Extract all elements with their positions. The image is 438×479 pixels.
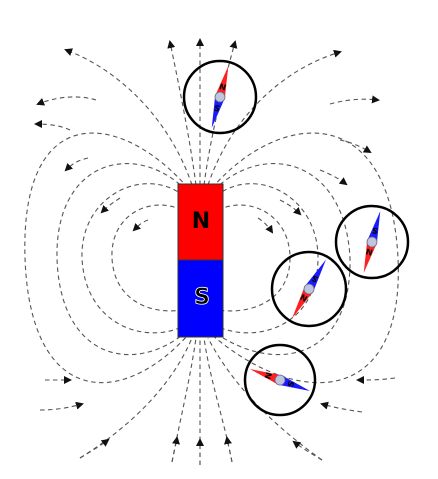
- field-line-arrow: [34, 120, 71, 131]
- needle-north: [363, 240, 377, 273]
- field-line: [203, 337, 233, 463]
- compass-s-label: S: [310, 273, 320, 284]
- compass-ring: [334, 204, 410, 280]
- field-line: [79, 337, 193, 459]
- compass-ring: [182, 59, 258, 135]
- compass-pivot: [366, 236, 378, 248]
- magnet-south-label: S: [194, 285, 210, 310]
- compass-pivot: [274, 374, 286, 386]
- field-line: [215, 183, 319, 334]
- field-line: [203, 40, 238, 186]
- compass-ring: [270, 250, 348, 328]
- compass-n-label: N: [365, 246, 374, 256]
- compass-n-label: N: [218, 82, 227, 92]
- compass-s-label: S: [371, 225, 379, 235]
- field-line-arrow: [100, 197, 121, 214]
- compass-s-label: S: [286, 380, 297, 389]
- needle-north: [292, 286, 314, 319]
- compass-top: N S: [182, 59, 258, 135]
- field-line: [81, 183, 185, 334]
- field-line-arrow: [320, 401, 363, 413]
- field-line: [167, 40, 197, 186]
- compass-pivot: [303, 283, 315, 295]
- field-line-arrow: [79, 438, 110, 459]
- bar-magnet: N S: [177, 183, 224, 338]
- magnet-north-pole: [177, 183, 224, 261]
- field-line-arrow: [36, 96, 97, 106]
- magnet-south-pole: [177, 259, 224, 338]
- compass-pivot: [214, 91, 226, 103]
- needle-south: [304, 259, 326, 292]
- needle-south: [278, 375, 311, 391]
- field-line: [24, 132, 189, 384]
- field-line: [207, 49, 342, 186]
- field-line-arrow: [64, 157, 89, 172]
- compass-ring: [243, 343, 317, 417]
- field-line-arrow: [292, 440, 323, 461]
- field-line: [56, 163, 187, 355]
- field-line-arrow: [257, 217, 274, 234]
- needle-south: [367, 211, 381, 244]
- compass-right-middle: N S: [270, 250, 348, 328]
- needle-north: [215, 66, 229, 99]
- field-line: [64, 48, 193, 186]
- needle-north: [249, 369, 282, 385]
- field-line: [171, 337, 197, 463]
- field-line: [111, 204, 183, 312]
- field-line-arrow: [171, 436, 180, 463]
- field-line-arrow: [132, 219, 149, 232]
- field-line: [213, 163, 351, 355]
- needle-south: [211, 95, 225, 128]
- compass-lower-right: N S: [243, 343, 317, 417]
- compass-right-upper: N S: [334, 204, 410, 280]
- magnet-north-label: N: [192, 209, 210, 234]
- compass-s-label: S: [213, 103, 221, 113]
- compass-n-label: N: [299, 292, 309, 303]
- field-lines: [24, 38, 399, 465]
- field-line-arrow: [39, 401, 84, 411]
- field-line-arrow: [224, 436, 233, 463]
- field-line-arrow: [319, 169, 348, 186]
- field-line-arrow: [329, 95, 380, 105]
- compass-n-label: N: [263, 371, 274, 380]
- field-line-arrow: [339, 139, 372, 154]
- field-line: [217, 204, 291, 312]
- field-line: [211, 132, 399, 384]
- field-line-arrow: [279, 199, 302, 216]
- field-line-arrow: [356, 375, 396, 384]
